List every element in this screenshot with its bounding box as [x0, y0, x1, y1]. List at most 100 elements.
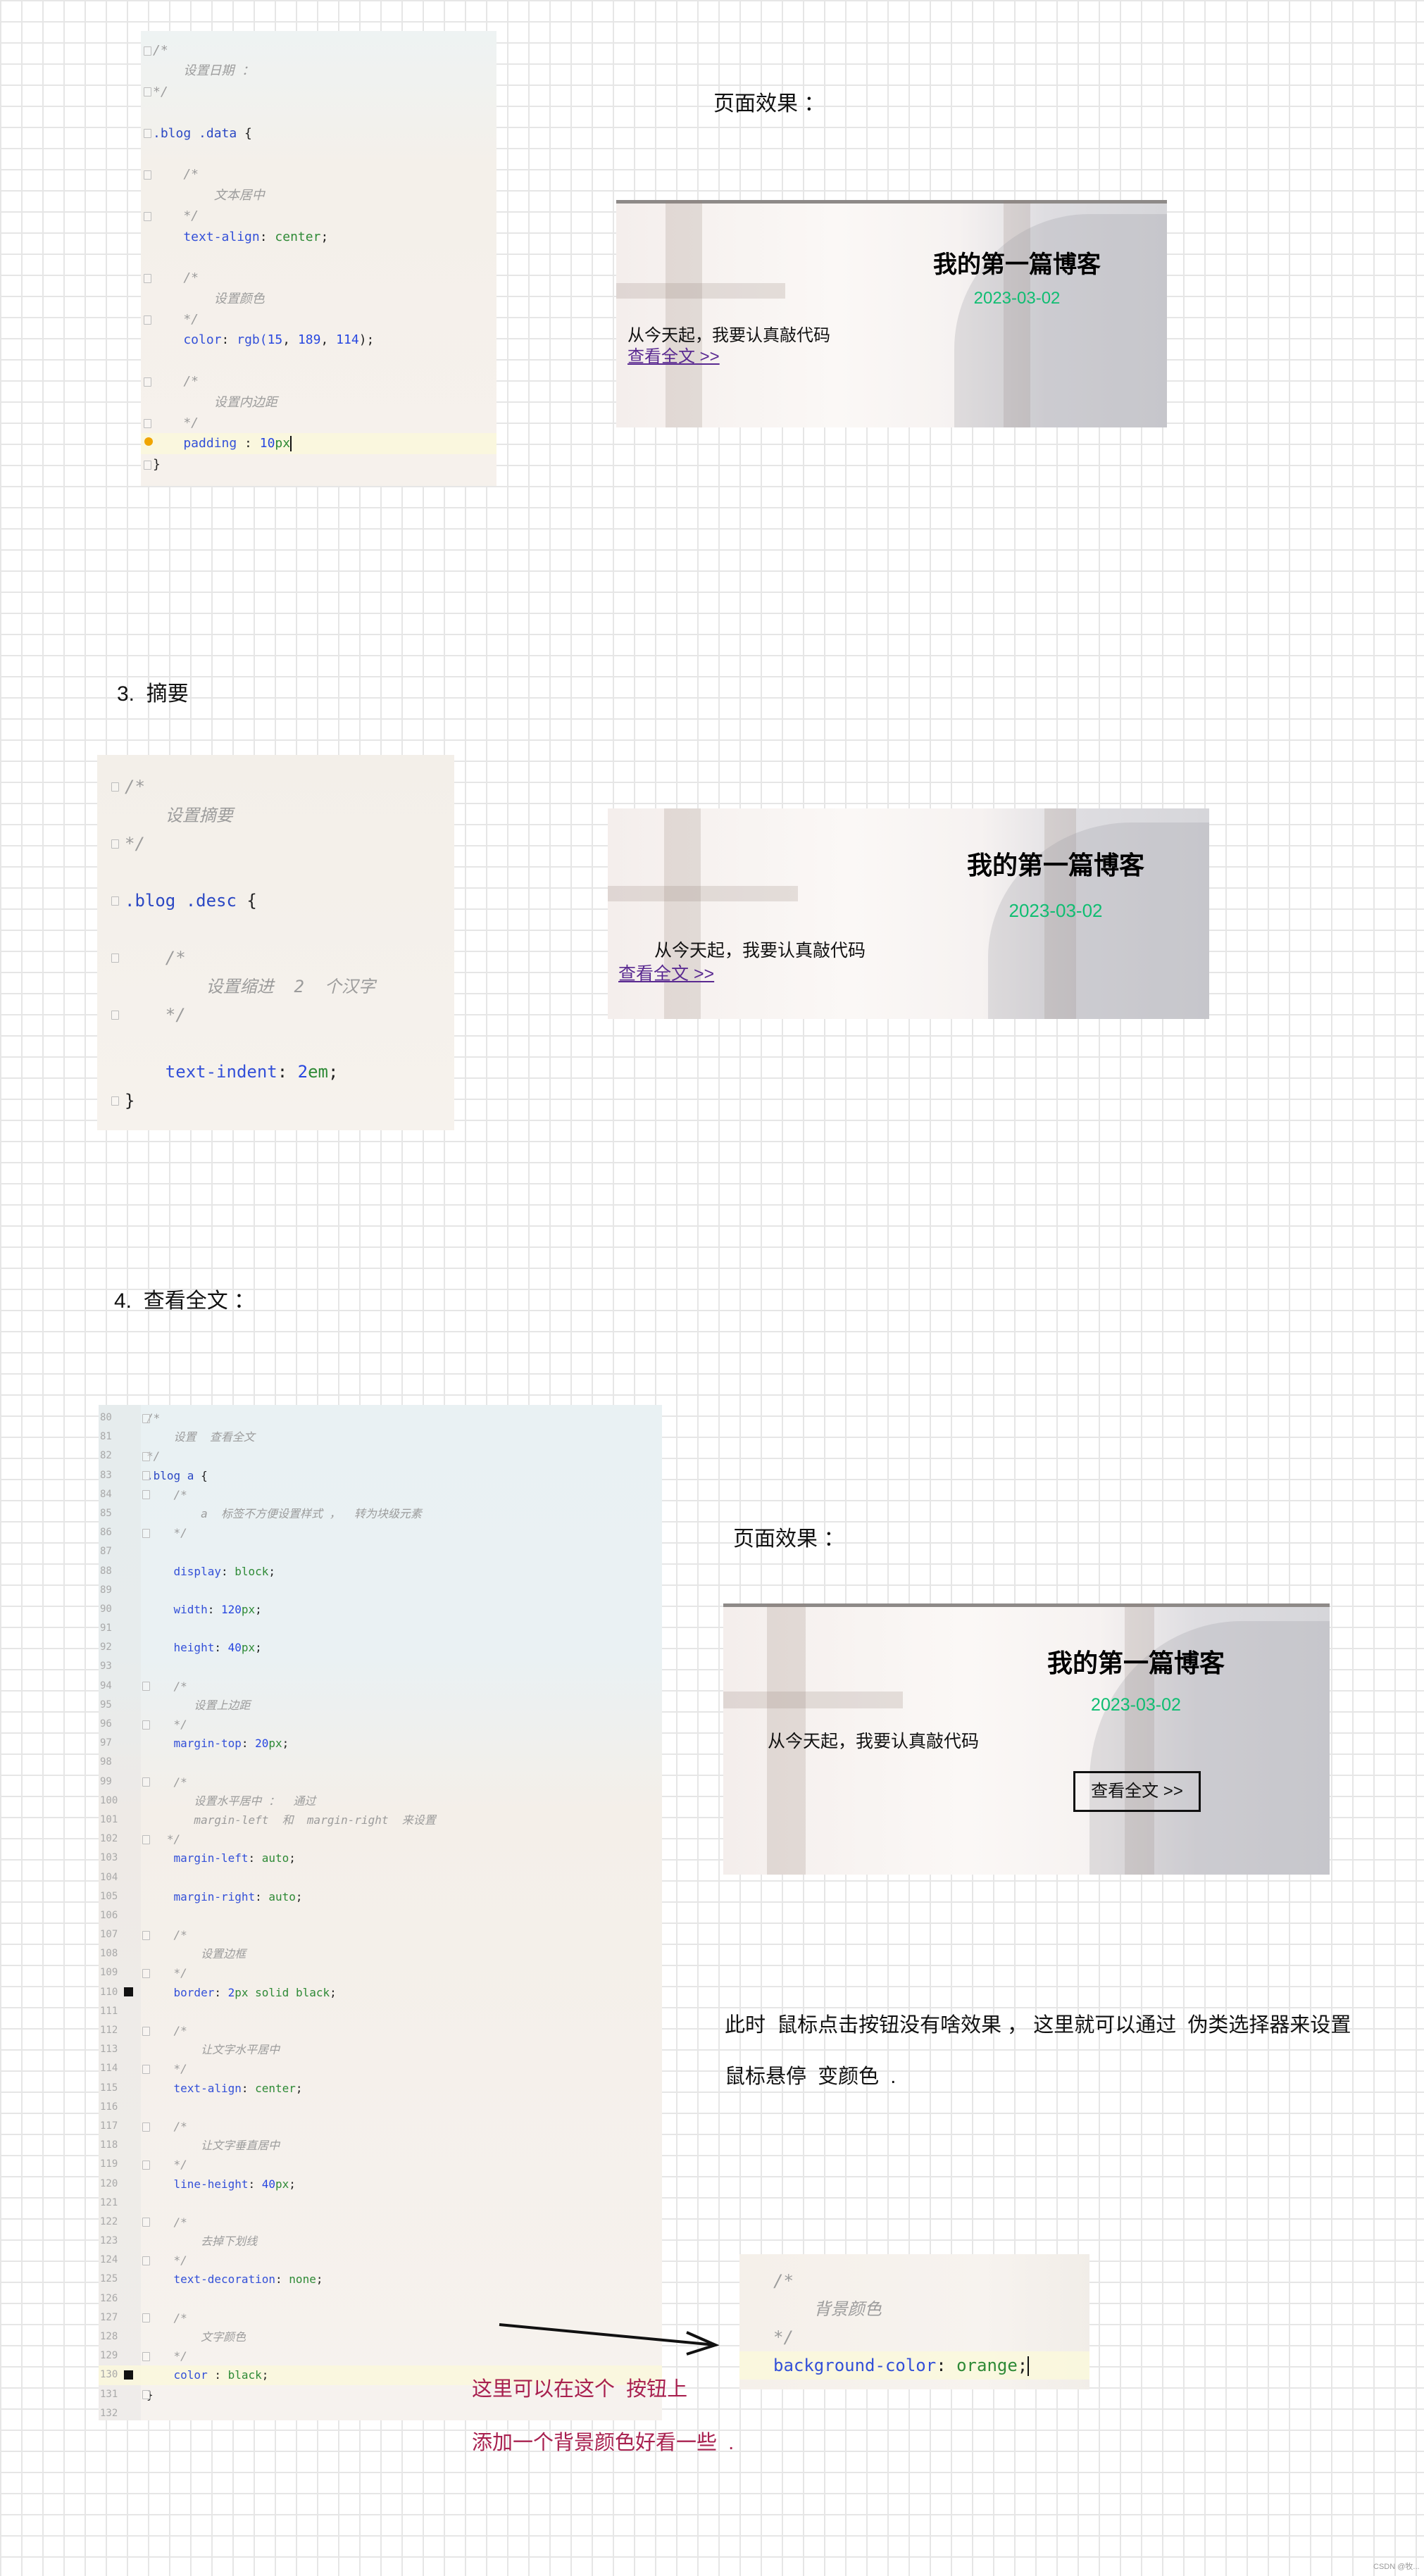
- code-line[interactable]: 设置日期 ：: [141, 61, 496, 81]
- code-line[interactable]: 设置颜色: [141, 289, 496, 309]
- code-line[interactable]: 116: [99, 2098, 662, 2117]
- code-line[interactable]: 129 */: [99, 2346, 662, 2365]
- code-line[interactable]: 100 设置水平居中 ： 通过: [99, 1792, 662, 1811]
- code-line[interactable]: 设置摘要: [97, 801, 454, 830]
- code-line[interactable]: background-color: orange;: [739, 2351, 1089, 2380]
- code-line[interactable]: /*: [141, 40, 496, 61]
- read-more-button[interactable]: 查看全文 >>: [1073, 1771, 1201, 1812]
- fold-marker-icon[interactable]: [144, 377, 151, 387]
- code-line[interactable]: 84 /*: [99, 1485, 662, 1504]
- code-line[interactable]: 117 /*: [99, 2117, 662, 2136]
- code-line[interactable]: 设置缩进 2 个汉字: [97, 973, 454, 1001]
- code-line[interactable]: /*: [141, 371, 496, 392]
- fold-marker-icon[interactable]: [142, 1471, 150, 1481]
- code-line[interactable]: 83.blog a {: [99, 1466, 662, 1485]
- code-line[interactable]: 80/*: [99, 1408, 662, 1427]
- code-line[interactable]: 127 /*: [99, 2308, 662, 2327]
- code-line[interactable]: 85 a 标签不方便设置样式 ， 转为块级元素: [99, 1504, 662, 1523]
- code-line[interactable]: 105 margin-right: auto;: [99, 1887, 662, 1906]
- fold-marker-icon[interactable]: [142, 1777, 150, 1787]
- read-more-link[interactable]: 查看全文 >>: [627, 347, 720, 366]
- code-line[interactable]: 108 设置边框: [99, 1944, 662, 1963]
- code-line[interactable]: 124 */: [99, 2251, 662, 2270]
- code-line[interactable]: 118 让文字垂直居中: [99, 2136, 662, 2155]
- code-line[interactable]: 文本居中: [141, 185, 496, 206]
- color-swatch-icon[interactable]: [124, 1987, 133, 1997]
- code-line[interactable]: */: [141, 309, 496, 330]
- fold-marker-icon[interactable]: [142, 2390, 150, 2400]
- fold-marker-icon[interactable]: [142, 2122, 150, 2132]
- code-line[interactable]: 88 display: block;: [99, 1562, 662, 1581]
- code-line[interactable]: 96 */: [99, 1715, 662, 1734]
- code-line[interactable]: 122 /*: [99, 2213, 662, 2232]
- code-line[interactable]: 103 margin-left: auto;: [99, 1849, 662, 1868]
- code-line[interactable]: padding : 10px: [141, 433, 496, 454]
- code-line[interactable]: 121: [99, 2194, 662, 2213]
- fold-marker-icon[interactable]: [142, 1528, 150, 1538]
- fold-marker-icon[interactable]: [142, 2351, 150, 2361]
- code-line[interactable]: }: [97, 1087, 454, 1115]
- code-line[interactable]: 120 line-height: 40px;: [99, 2175, 662, 2194]
- code-line[interactable]: 126: [99, 2289, 662, 2308]
- code-line[interactable]: /*: [141, 268, 496, 288]
- code-line[interactable]: 101 margin-left 和 margin-right 来设置: [99, 1811, 662, 1830]
- fold-marker-icon[interactable]: [144, 46, 151, 56]
- code-line[interactable]: */: [141, 82, 496, 102]
- fold-marker-icon[interactable]: [142, 1834, 150, 1844]
- fold-marker-icon[interactable]: [142, 1490, 150, 1500]
- code-line[interactable]: 104: [99, 1868, 662, 1887]
- fold-marker-icon[interactable]: [142, 2256, 150, 2265]
- code-line[interactable]: 110 border: 2px solid black;: [99, 1983, 662, 2002]
- read-more-link[interactable]: 查看全文 >>: [618, 964, 715, 984]
- code-line[interactable]: /*: [739, 2267, 1089, 2295]
- code-line[interactable]: 89: [99, 1581, 662, 1600]
- fold-marker-icon[interactable]: [142, 1682, 150, 1692]
- code-line[interactable]: text-indent: 2em;: [97, 1058, 454, 1087]
- fold-marker-icon[interactable]: [111, 1011, 119, 1020]
- code-line[interactable]: */: [141, 206, 496, 226]
- code-line[interactable]: 90 width: 120px;: [99, 1600, 662, 1619]
- fold-marker-icon[interactable]: [111, 839, 119, 849]
- code-line[interactable]: 86 */: [99, 1523, 662, 1542]
- fold-marker-icon[interactable]: [144, 315, 151, 325]
- code-line[interactable]: 132: [99, 2404, 662, 2420]
- code-line[interactable]: 131}: [99, 2385, 662, 2404]
- code-line[interactable]: 130 color : black;: [99, 2365, 662, 2385]
- fold-marker-icon[interactable]: [142, 1930, 150, 1940]
- code-line[interactable]: 109 */: [99, 1963, 662, 1982]
- fold-marker-icon[interactable]: [144, 87, 151, 97]
- code-line[interactable]: */: [97, 1001, 454, 1030]
- fold-marker-icon[interactable]: [142, 1720, 150, 1730]
- fold-marker-icon[interactable]: [142, 2218, 150, 2227]
- fold-marker-icon[interactable]: [142, 2064, 150, 2074]
- fold-marker-icon[interactable]: [142, 1451, 150, 1461]
- fold-marker-icon[interactable]: [144, 273, 151, 283]
- fold-marker-icon[interactable]: [142, 2160, 150, 2170]
- fold-marker-icon[interactable]: [111, 954, 119, 963]
- code-line[interactable]: 设置内边距: [141, 392, 496, 413]
- code-line[interactable]: 107 /*: [99, 1925, 662, 1944]
- code-line[interactable]: .blog .desc {: [97, 887, 454, 915]
- fold-marker-icon[interactable]: [111, 1096, 119, 1106]
- fold-marker-icon[interactable]: [142, 1969, 150, 1979]
- code-line[interactable]: 94 /*: [99, 1677, 662, 1696]
- code-line[interactable]: 95 设置上边距: [99, 1696, 662, 1715]
- code-line[interactable]: */: [739, 2323, 1089, 2351]
- code-line[interactable]: 102 */: [99, 1830, 662, 1849]
- fold-marker-icon[interactable]: [144, 211, 151, 221]
- code-line[interactable]: 115 text-align: center;: [99, 2079, 662, 2098]
- lightbulb-icon[interactable]: [144, 437, 153, 446]
- code-line[interactable]: /*: [97, 773, 454, 801]
- fold-marker-icon[interactable]: [144, 460, 151, 470]
- code-line[interactable]: text-align: center;: [141, 227, 496, 247]
- code-line[interactable]: 128 文字颜色: [99, 2327, 662, 2346]
- code-line[interactable]: 114 */: [99, 2059, 662, 2078]
- code-line[interactable]: /*: [97, 944, 454, 973]
- fold-marker-icon[interactable]: [142, 2313, 150, 2323]
- code-line[interactable]: */: [97, 830, 454, 858]
- fold-marker-icon[interactable]: [111, 896, 119, 906]
- code-line[interactable]: 99 /*: [99, 1772, 662, 1792]
- code-line[interactable]: 98: [99, 1753, 662, 1772]
- code-line[interactable]: 91: [99, 1619, 662, 1638]
- fold-marker-icon[interactable]: [144, 170, 151, 180]
